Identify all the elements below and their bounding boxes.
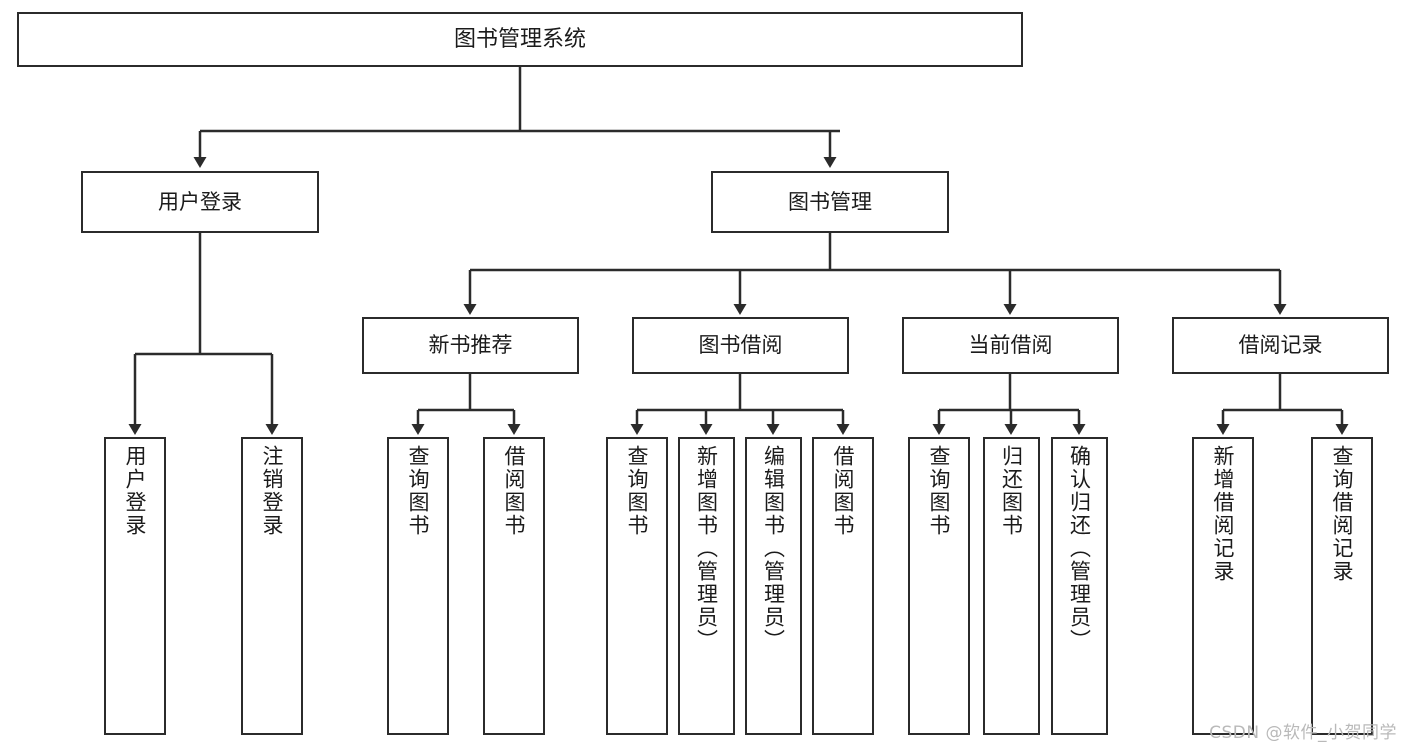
leaf-add-borrow-record[interactable]: 新增借阅记录 [1192,437,1254,735]
edges-borrowrecord-to-leaves [1216,374,1349,435]
leaf-edit-book[interactable]: 编辑图书（管理员） [745,437,802,735]
node-root-label: 图书管理系统 [453,26,586,52]
edges-bookmanage-to-level3 [463,233,1287,315]
leaf-borrow-book-label: 借阅图书 [831,445,856,537]
node-root[interactable]: 图书管理系统 [17,12,1023,67]
leaf-add-borrow-record-label: 新增借阅记录 [1211,445,1236,583]
node-book-manage-label: 图书管理 [788,189,872,214]
leaf-query-book-current-label: 查询图书 [927,445,952,537]
leaf-query-book-recommend-label: 查询图书 [406,445,431,537]
leaf-return-book[interactable]: 归还图书 [983,437,1040,735]
leaf-borrow-book-recommend[interactable]: 借阅图书 [483,437,545,735]
leaf-user-logout[interactable]: 注销登录 [241,437,303,735]
leaf-user-logout-label: 注销登录 [260,445,285,537]
leaf-user-login[interactable]: 用户登录 [104,437,166,735]
leaf-confirm-return[interactable]: 确认归还（管理员） [1051,437,1108,735]
node-user-login-label: 用户登录 [158,189,242,214]
leaf-query-book-borrow[interactable]: 查询图书 [606,437,668,735]
leaf-borrow-book[interactable]: 借阅图书 [812,437,874,735]
leaf-query-book-recommend[interactable]: 查询图书 [387,437,449,735]
leaf-edit-book-label: 编辑图书（管理员） [761,445,786,652]
node-new-book-recommend-label: 新书推荐 [428,333,513,358]
watermark: CSDN @软件_小贺同学 [1209,723,1397,743]
node-current-borrow-label: 当前借阅 [968,333,1053,358]
leaf-add-book[interactable]: 新增图书（管理员） [678,437,735,735]
node-borrow-record[interactable]: 借阅记录 [1172,317,1389,374]
leaf-query-borrow-record-label: 查询借阅记录 [1330,445,1355,583]
leaf-user-login-label: 用户登录 [123,445,148,537]
leaf-query-book-current[interactable]: 查询图书 [908,437,970,735]
leaf-query-book-borrow-label: 查询图书 [625,445,650,537]
node-new-book-recommend[interactable]: 新书推荐 [362,317,579,374]
leaf-confirm-return-label: 确认归还（管理员） [1067,445,1092,652]
leaf-query-borrow-record[interactable]: 查询借阅记录 [1311,437,1373,735]
edges-bookborrow-to-leaves [630,374,850,435]
node-book-borrow-label: 图书借阅 [698,333,783,358]
edges-currentborrow-to-leaves [932,374,1086,435]
edges-newbook-to-leaves [411,374,521,435]
node-user-login[interactable]: 用户登录 [81,171,319,233]
leaf-borrow-book-recommend-label: 借阅图书 [502,445,527,537]
leaf-add-book-label: 新增图书（管理员） [694,445,719,652]
leaf-return-book-label: 归还图书 [999,445,1024,537]
edges-userlogin-to-leaves [128,233,279,435]
edges-root-to-level2 [193,67,840,168]
node-current-borrow[interactable]: 当前借阅 [902,317,1119,374]
node-book-manage[interactable]: 图书管理 [711,171,949,233]
node-book-borrow[interactable]: 图书借阅 [632,317,849,374]
node-borrow-record-label: 借阅记录 [1238,333,1323,358]
